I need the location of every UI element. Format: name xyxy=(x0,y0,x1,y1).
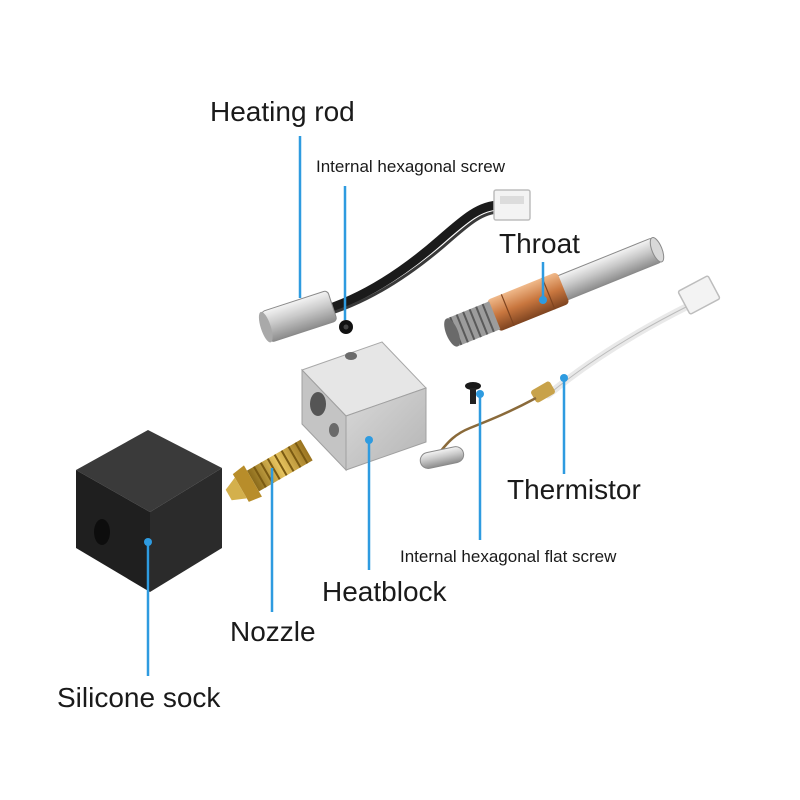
label-internal-hex-screw: Internal hexagonal screw xyxy=(316,157,506,176)
heating-rod xyxy=(258,189,531,343)
leader-lines xyxy=(146,136,566,676)
silicone-sock xyxy=(76,430,222,592)
label-throat: Throat xyxy=(499,228,580,259)
dot-flat-screw xyxy=(476,390,484,398)
dot-heatblock xyxy=(365,436,373,444)
thermistor xyxy=(419,275,721,469)
label-internal-hex-flat-screw: Internal hexagonal flat screw xyxy=(400,547,617,566)
dot-throat xyxy=(539,296,547,304)
label-heating-rod: Heating rod xyxy=(210,96,355,127)
dot-thermistor xyxy=(560,374,568,382)
label-heatblock: Heatblock xyxy=(322,576,447,607)
label-silicone-sock: Silicone sock xyxy=(57,682,221,713)
internal-hexagonal-screw xyxy=(339,320,353,334)
heatblock xyxy=(301,341,427,472)
label-nozzle: Nozzle xyxy=(230,616,316,647)
internal-hexagonal-flat-screw xyxy=(465,382,481,404)
leader-end-dots xyxy=(144,296,568,546)
dot-silicone-sock xyxy=(144,538,152,546)
nozzle xyxy=(225,439,313,502)
label-thermistor: Thermistor xyxy=(507,474,641,505)
throat xyxy=(444,237,665,347)
